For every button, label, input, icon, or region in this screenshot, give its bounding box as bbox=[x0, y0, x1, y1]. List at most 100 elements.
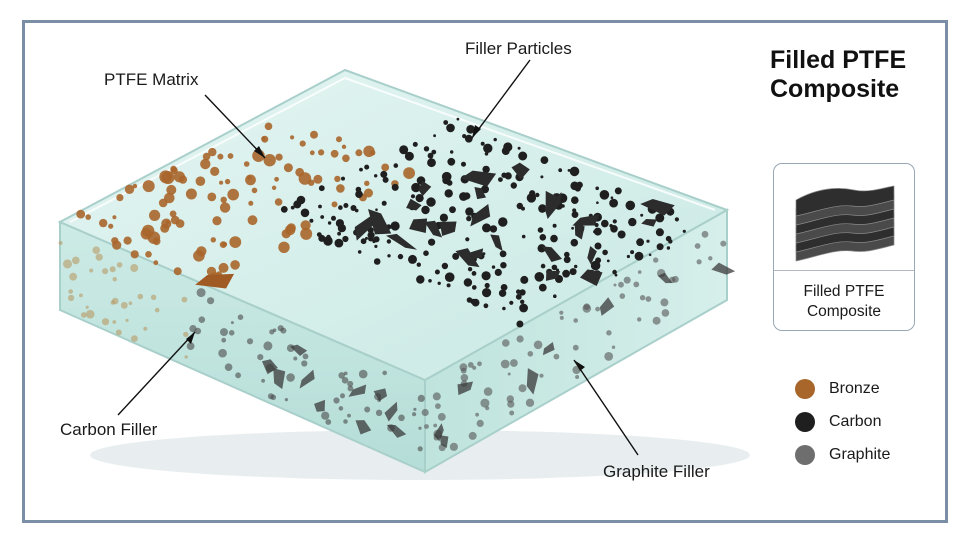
particle bbox=[281, 229, 291, 239]
particle bbox=[309, 150, 315, 156]
particle bbox=[637, 270, 642, 274]
particle bbox=[480, 398, 490, 408]
particle bbox=[210, 166, 220, 176]
particle bbox=[112, 277, 117, 282]
graphite-flake bbox=[542, 246, 563, 263]
particle bbox=[333, 397, 340, 404]
particle bbox=[341, 144, 347, 149]
particle bbox=[261, 135, 269, 143]
legend-item-carbon: Carbon bbox=[795, 405, 890, 438]
particle bbox=[403, 167, 415, 180]
particle bbox=[110, 300, 116, 305]
particle bbox=[101, 318, 110, 326]
graphite-flake bbox=[299, 369, 315, 389]
particle bbox=[246, 175, 252, 181]
graphite-layer bbox=[795, 185, 895, 217]
particle bbox=[571, 211, 579, 219]
particle bbox=[102, 268, 109, 275]
particle bbox=[300, 227, 313, 240]
particle bbox=[320, 215, 325, 219]
particle bbox=[423, 250, 429, 256]
particle bbox=[63, 259, 72, 269]
particle bbox=[682, 229, 686, 233]
particle bbox=[299, 140, 306, 147]
particle bbox=[208, 147, 217, 157]
particle bbox=[125, 318, 129, 322]
particle bbox=[153, 260, 159, 266]
particle bbox=[602, 249, 608, 256]
particle bbox=[264, 122, 273, 131]
particle bbox=[447, 157, 456, 166]
graphite-flake bbox=[657, 272, 673, 284]
particle bbox=[274, 198, 283, 206]
particle bbox=[397, 253, 404, 260]
particle bbox=[639, 295, 646, 301]
graphite-flake bbox=[367, 208, 392, 235]
particle bbox=[593, 227, 602, 236]
particle bbox=[152, 237, 161, 246]
particle bbox=[452, 252, 460, 260]
particle bbox=[656, 243, 664, 251]
title-line-2: Composite bbox=[770, 75, 900, 103]
particle bbox=[189, 325, 197, 333]
particle bbox=[533, 340, 543, 350]
particle bbox=[595, 257, 602, 264]
particle bbox=[200, 158, 211, 170]
particle bbox=[278, 241, 290, 253]
particle bbox=[595, 186, 599, 191]
carbon-filler-leader bbox=[117, 331, 196, 416]
particle bbox=[471, 298, 480, 307]
particle bbox=[572, 344, 579, 351]
particle bbox=[166, 184, 177, 195]
particle bbox=[159, 170, 173, 184]
graphite-filler-leader bbox=[573, 359, 639, 456]
particle bbox=[416, 262, 421, 267]
particle bbox=[165, 220, 170, 225]
particle bbox=[618, 281, 624, 288]
particle bbox=[393, 163, 399, 168]
particle bbox=[493, 137, 497, 142]
particle bbox=[318, 185, 325, 192]
graphite-flake bbox=[273, 368, 286, 390]
particle bbox=[290, 135, 295, 140]
particle bbox=[391, 183, 399, 191]
particle bbox=[149, 209, 161, 221]
particle bbox=[466, 215, 472, 222]
particle bbox=[550, 234, 558, 243]
particle bbox=[640, 213, 644, 217]
graphite-flake bbox=[386, 424, 407, 438]
particle bbox=[574, 264, 578, 269]
particle bbox=[58, 241, 63, 245]
particle bbox=[267, 393, 274, 400]
particle bbox=[263, 154, 276, 167]
particle bbox=[555, 268, 560, 272]
particle bbox=[178, 175, 188, 184]
particle bbox=[227, 188, 239, 201]
graphite-flake bbox=[574, 224, 585, 240]
particle bbox=[142, 224, 155, 238]
graphite-flake bbox=[587, 245, 597, 265]
particle bbox=[507, 372, 511, 376]
particle bbox=[655, 213, 665, 223]
particle bbox=[381, 163, 390, 172]
particle bbox=[137, 293, 144, 300]
particle bbox=[613, 283, 617, 287]
particle bbox=[154, 307, 160, 313]
legend-label-carbon: Carbon bbox=[829, 412, 882, 430]
particle bbox=[358, 369, 368, 379]
particle bbox=[520, 275, 529, 284]
particle bbox=[668, 239, 673, 244]
particle bbox=[720, 240, 727, 247]
legend-item-graphite: Graphite bbox=[795, 438, 890, 471]
particle bbox=[477, 361, 482, 367]
particle bbox=[365, 236, 368, 240]
particle bbox=[645, 296, 652, 302]
particle bbox=[327, 221, 332, 225]
particle bbox=[313, 174, 323, 184]
particle bbox=[562, 269, 570, 278]
particle bbox=[120, 301, 128, 309]
particle bbox=[610, 196, 614, 199]
particle bbox=[411, 182, 421, 193]
graphite-flake bbox=[511, 162, 530, 180]
